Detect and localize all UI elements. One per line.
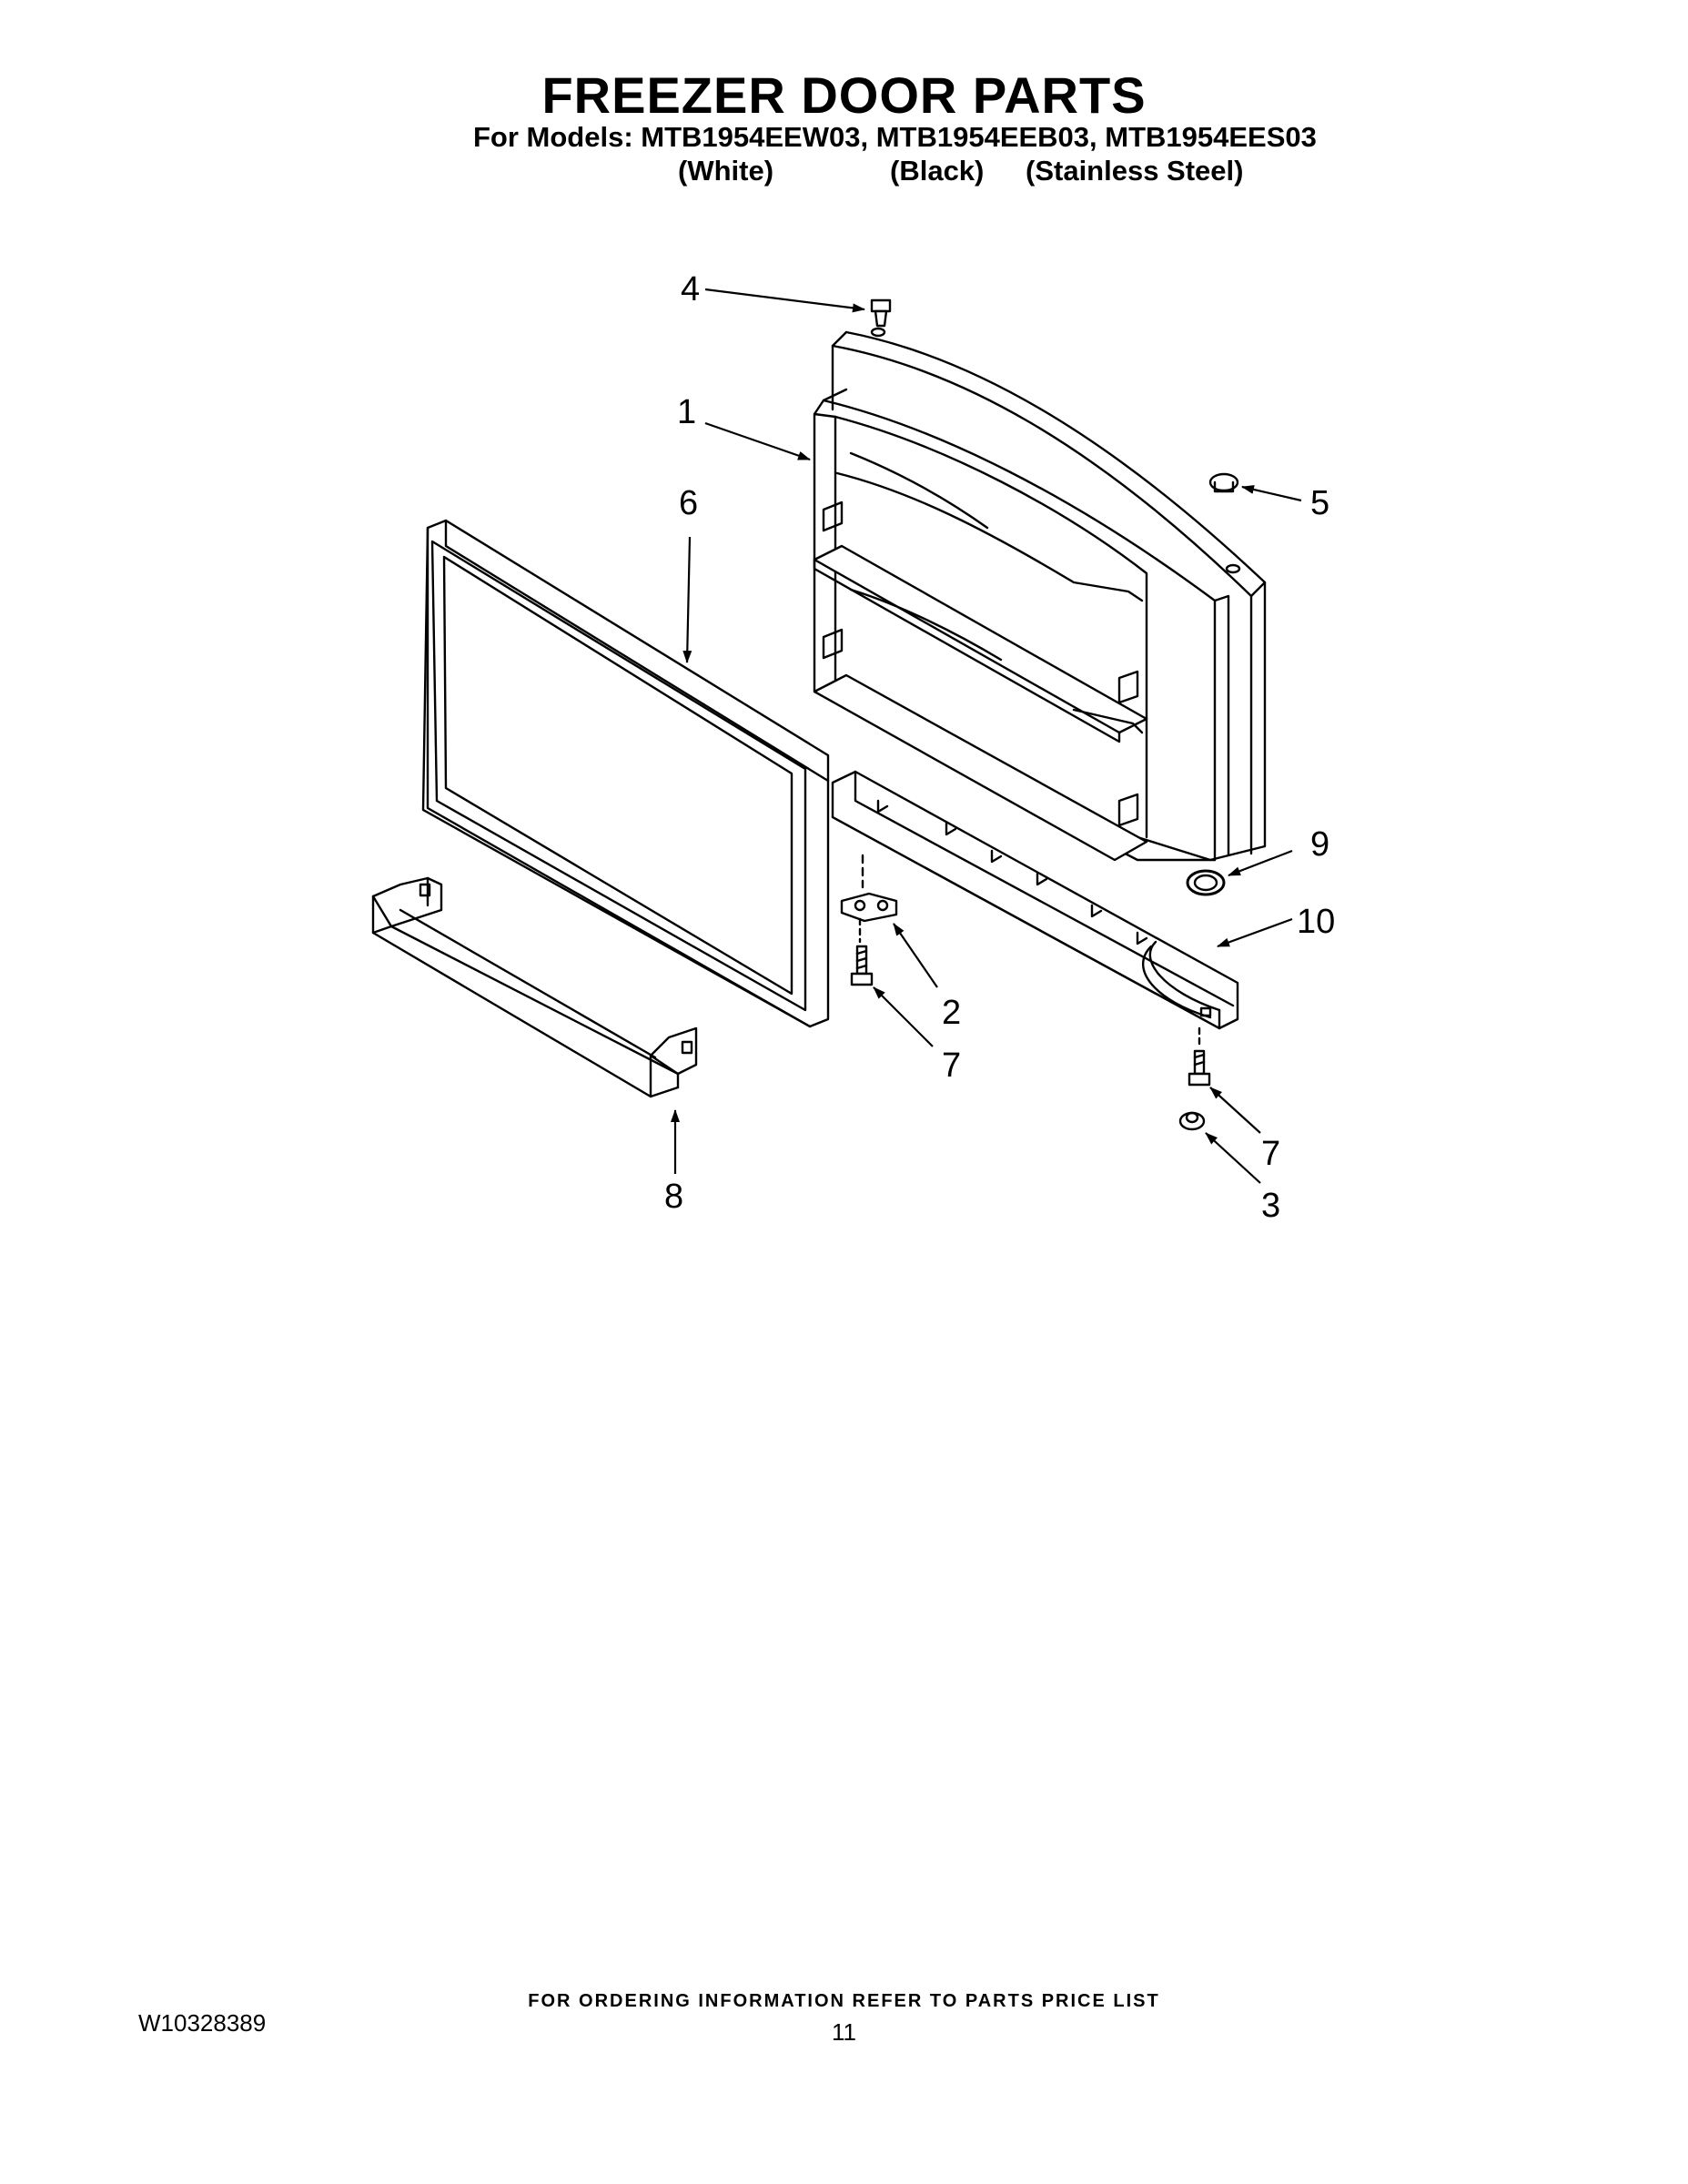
callout-9: 9 (1310, 825, 1329, 864)
door-handle (371, 876, 698, 1098)
leader-9 (1228, 849, 1293, 877)
page-title: FREEZER DOOR PARTS (541, 66, 1147, 124)
page-number: 11 (832, 2018, 856, 2046)
leader-3 (1205, 1132, 1261, 1184)
freezer-door (813, 327, 1267, 862)
callout-7-left: 7 (942, 1046, 961, 1085)
document-number: W10328389 (138, 2009, 267, 2037)
variant-white: (White) (678, 155, 774, 187)
grommet (1186, 869, 1226, 896)
bottom-hinge-bracket (831, 770, 1239, 1030)
leader-10 (1217, 917, 1293, 948)
leader-1 (704, 421, 811, 461)
callout-2: 2 (942, 994, 961, 1032)
callout-5: 5 (1310, 484, 1329, 522)
leader-5 (1241, 485, 1302, 502)
leader-7-right (1209, 1087, 1261, 1134)
leader-7-left (873, 986, 934, 1047)
callout-1: 1 (677, 393, 696, 431)
leader-4 (704, 288, 865, 313)
ordering-note: FOR ORDERING INFORMATION REFER TO PARTS … (528, 1991, 1160, 2011)
top-hinge-pin (870, 298, 892, 328)
variant-black: (Black) (890, 155, 985, 187)
callout-4: 4 (681, 270, 700, 308)
door-gasket (421, 519, 830, 1028)
leader-6 (682, 536, 692, 663)
callout-10: 10 (1297, 903, 1335, 941)
hole-plug (1208, 472, 1239, 493)
hinge-plate (840, 854, 898, 923)
models-line: For Models: MTB1954EEW03, MTB1954EEB03, … (473, 121, 1317, 153)
callout-3: 3 (1261, 1187, 1280, 1225)
callout-7-right: 7 (1261, 1135, 1280, 1173)
screw-right (1188, 1026, 1211, 1087)
callout-8: 8 (664, 1178, 683, 1216)
variant-stainless: (Stainless Steel) (1026, 155, 1244, 187)
callout-6: 6 (679, 484, 698, 522)
washer (1178, 1111, 1206, 1131)
screw-left (850, 917, 874, 986)
leader-2 (893, 923, 938, 988)
